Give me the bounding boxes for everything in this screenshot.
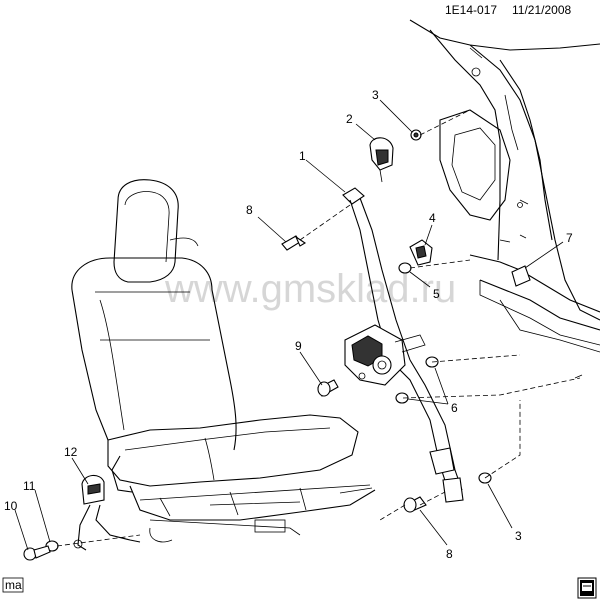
callout-labels: 1 2 3 4 5 6 7 8 9 10 11 12 3 8: [4, 88, 573, 561]
drawing-id: 1E14-017: [445, 3, 497, 17]
drawing-date: 11/21/2008: [512, 3, 571, 17]
leader-lines: [14, 99, 583, 551]
corner-code-box: ma: [2, 577, 24, 593]
callout-8: 8: [246, 203, 253, 217]
callout-8-lower: 8: [446, 547, 453, 561]
callout-10: 10: [4, 499, 18, 513]
callout-11: 11: [23, 479, 36, 493]
callout-7: 7: [566, 231, 573, 245]
seat-belt-assembly: [342, 187, 464, 503]
corner-code: ma: [5, 578, 22, 592]
callout-12: 12: [64, 445, 78, 459]
callout-3: 3: [372, 88, 379, 102]
callout-3-lower: 3: [515, 529, 522, 543]
front-seat: [71, 179, 376, 543]
callout-1: 1: [299, 149, 306, 163]
callout-2: 2: [346, 112, 353, 126]
callout-4: 4: [429, 211, 436, 225]
small-parts: [23, 129, 531, 561]
body-pillar-panel: [409, 19, 600, 353]
callout-6: 6: [451, 401, 458, 415]
gm-logo-icon: [577, 577, 597, 599]
watermark: www.gmsklad.ru: [164, 267, 456, 311]
callout-9: 9: [295, 339, 302, 353]
callout-5: 5: [433, 287, 440, 301]
